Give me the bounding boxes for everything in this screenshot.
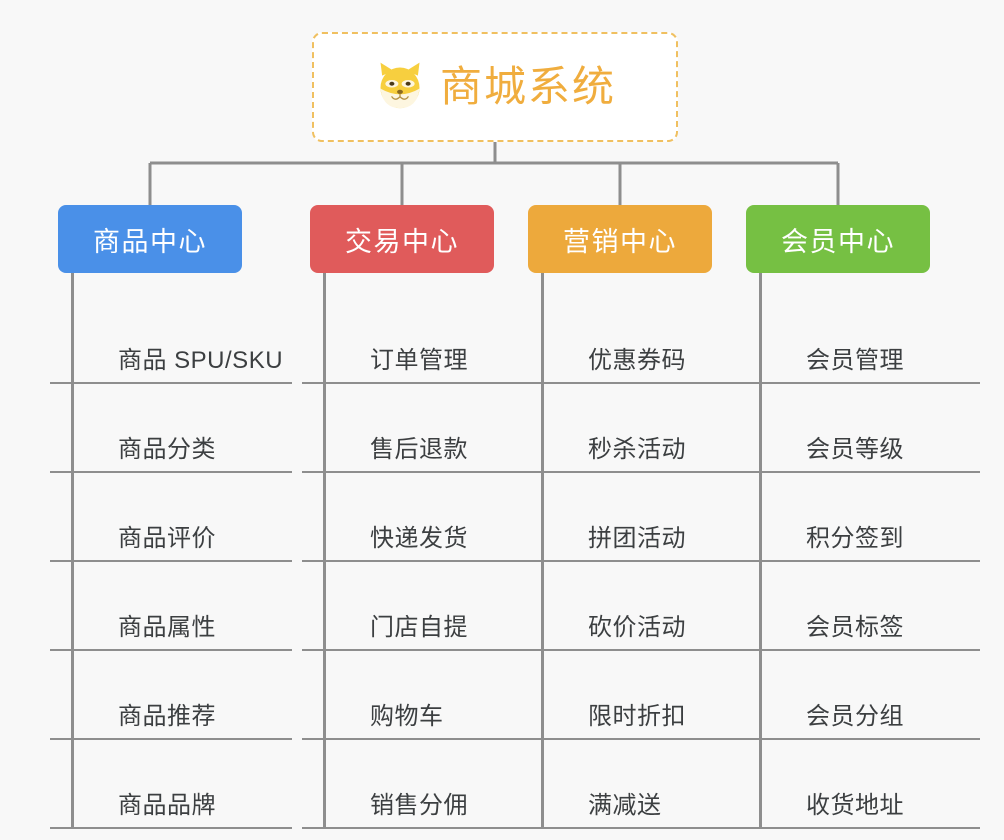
leaf-item[interactable]: 商品 SPU/SKU	[50, 295, 292, 384]
leaf-item[interactable]: 会员管理	[738, 295, 980, 384]
leaf-underline	[50, 471, 292, 473]
category-label-1: 交易中心	[345, 226, 459, 257]
leaf-label: 会员等级	[806, 436, 904, 463]
leaf-underline	[520, 827, 762, 829]
shiba-dog-face-icon	[380, 62, 420, 109]
leaf-item[interactable]: 秒杀活动	[520, 384, 762, 473]
leaf-list-3: 会员管理 会员等级 积分签到 会员标签 会员分组 收货地址	[738, 273, 980, 829]
leaf-item[interactable]: 商品推荐	[50, 651, 292, 740]
leaf-item[interactable]: 积分签到	[738, 473, 980, 562]
leaf-underline	[738, 382, 980, 384]
category-box-1[interactable]: 交易中心	[310, 205, 494, 273]
leaf-label: 满减送	[588, 792, 662, 819]
leaf-underline	[738, 738, 980, 740]
leaf-item[interactable]: 售后退款	[302, 384, 544, 473]
leaf-label: 商品品牌	[118, 792, 216, 819]
leaf-label: 砍价活动	[588, 614, 686, 641]
leaf-label: 秒杀活动	[588, 436, 686, 463]
leaf-label: 商品 SPU/SKU	[118, 347, 284, 374]
leaf-underline	[302, 471, 544, 473]
leaf-underline	[50, 649, 292, 651]
leaf-underline	[302, 560, 544, 562]
branch-column-1: 交易中心 订单管理 售后退款 快递发货 门店自提 购物车	[302, 205, 544, 829]
leaf-underline	[520, 471, 762, 473]
category-label-3: 会员中心	[781, 226, 895, 257]
leaf-label: 积分签到	[806, 525, 904, 552]
leaf-label: 售后退款	[370, 436, 468, 463]
leaf-label: 商品推荐	[118, 703, 216, 730]
leaf-item[interactable]: 拼团活动	[520, 473, 762, 562]
leaf-underline	[520, 382, 762, 384]
leaf-underline	[50, 738, 292, 740]
leaf-label: 订单管理	[370, 347, 468, 374]
leaf-label: 商品分类	[118, 436, 216, 463]
leaf-list-0: 商品 SPU/SKU 商品分类 商品评价 商品属性 商品推荐 商品品牌	[50, 273, 292, 829]
leaf-item[interactable]: 限时折扣	[520, 651, 762, 740]
leaf-underline	[302, 382, 544, 384]
leaf-item[interactable]: 满减送	[520, 740, 762, 829]
leaf-label: 商品评价	[118, 525, 216, 552]
leaf-underline	[738, 471, 980, 473]
leaf-underline	[50, 827, 292, 829]
leaf-label: 限时折扣	[588, 703, 686, 730]
leaf-underline	[520, 738, 762, 740]
leaf-underline	[738, 827, 980, 829]
leaf-list-2: 优惠券码 秒杀活动 拼团活动 砍价活动 限时折扣 满减送	[520, 273, 762, 829]
category-box-0[interactable]: 商品中心	[58, 205, 242, 273]
leaf-item[interactable]: 订单管理	[302, 295, 544, 384]
leaf-label: 优惠券码	[588, 347, 686, 374]
leaf-item[interactable]: 收货地址	[738, 740, 980, 829]
leaf-underline	[302, 738, 544, 740]
leaf-label: 收货地址	[806, 792, 904, 819]
leaf-item[interactable]: 销售分佣	[302, 740, 544, 829]
leaf-item[interactable]: 商品评价	[50, 473, 292, 562]
leaf-item[interactable]: 商品属性	[50, 562, 292, 651]
leaf-label: 购物车	[370, 703, 444, 730]
leaf-label: 拼团活动	[588, 525, 686, 552]
leaf-item[interactable]: 商品品牌	[50, 740, 292, 829]
leaf-underline	[520, 560, 762, 562]
root-node[interactable]: 商城系统	[312, 32, 678, 142]
leaf-item[interactable]: 购物车	[302, 651, 544, 740]
branch-column-0: 商品中心 商品 SPU/SKU 商品分类 商品评价 商品属性 商品推荐	[50, 205, 292, 829]
leaf-item[interactable]: 砍价活动	[520, 562, 762, 651]
category-label-0: 商品中心	[93, 226, 207, 257]
branch-column-3: 会员中心 会员管理 会员等级 积分签到 会员标签 会员分组	[738, 205, 980, 829]
leaf-underline	[738, 649, 980, 651]
category-box-3[interactable]: 会员中心	[746, 205, 930, 273]
leaf-label: 会员标签	[806, 614, 904, 641]
leaf-item[interactable]: 会员标签	[738, 562, 980, 651]
root-title: 商城系统	[439, 63, 616, 110]
leaf-item[interactable]: 会员等级	[738, 384, 980, 473]
leaf-label: 销售分佣	[370, 792, 468, 819]
leaf-underline	[50, 560, 292, 562]
leaf-item[interactable]: 快递发货	[302, 473, 544, 562]
leaf-item[interactable]: 门店自提	[302, 562, 544, 651]
category-box-2[interactable]: 营销中心	[528, 205, 712, 273]
leaf-underline	[520, 649, 762, 651]
leaf-underline	[302, 649, 544, 651]
leaf-item[interactable]: 优惠券码	[520, 295, 762, 384]
leaf-label: 会员分组	[806, 703, 904, 730]
leaf-label: 会员管理	[806, 347, 904, 374]
leaf-item[interactable]: 会员分组	[738, 651, 980, 740]
leaf-label: 商品属性	[118, 614, 216, 641]
leaf-label: 快递发货	[370, 525, 468, 552]
leaf-underline	[738, 560, 980, 562]
leaf-item[interactable]: 商品分类	[50, 384, 292, 473]
category-label-2: 营销中心	[563, 226, 677, 257]
leaf-list-1: 订单管理 售后退款 快递发货 门店自提 购物车 销售分佣	[302, 273, 544, 829]
leaf-underline	[302, 827, 544, 829]
branch-column-2: 营销中心 优惠券码 秒杀活动 拼团活动 砍价活动 限时折扣	[520, 205, 762, 829]
leaf-label: 门店自提	[370, 614, 468, 641]
leaf-underline	[50, 382, 292, 384]
